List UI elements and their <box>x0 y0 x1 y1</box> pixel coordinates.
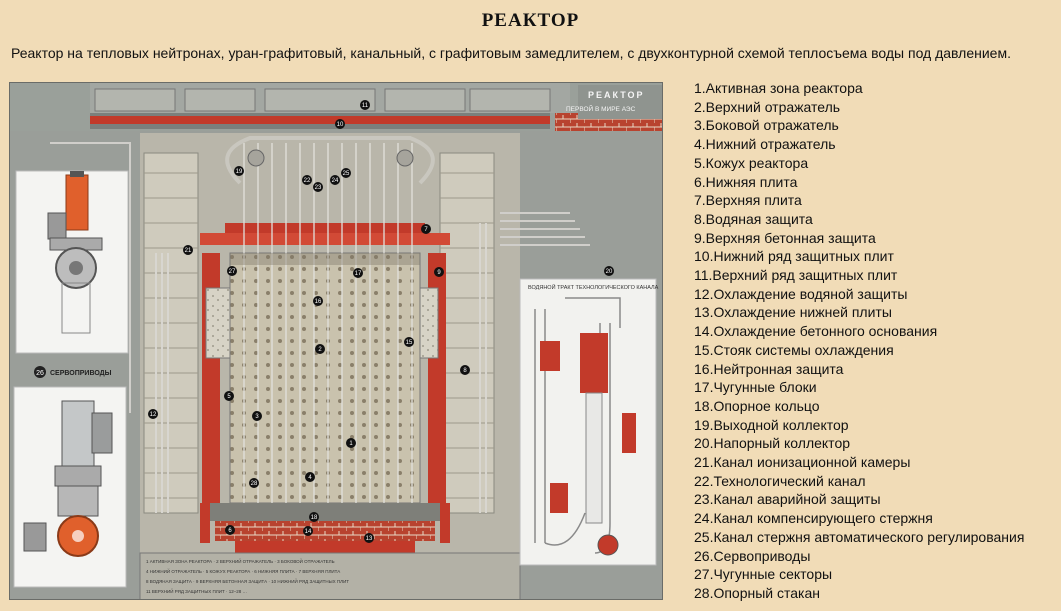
legend-item: 9.Верхняя бетонная защита <box>694 229 876 246</box>
svg-text:4: 4 <box>308 475 312 481</box>
page-title: РЕАКТОР <box>481 10 580 31</box>
svg-text:12: 12 <box>150 412 157 418</box>
svg-text:27: 27 <box>229 269 236 275</box>
legend-item: 1.Активная зона реактора <box>694 80 863 96</box>
marker-3: 3 <box>252 411 262 421</box>
marker-28: 28 <box>249 478 259 488</box>
svg-text:21: 21 <box>185 248 192 254</box>
marker-11: 11 <box>360 100 370 110</box>
marker-9: 9 <box>434 267 444 277</box>
marker-14: 14 <box>303 526 313 536</box>
svg-text:13: 13 <box>366 536 373 542</box>
legend-item: 12.Охлаждение водяной защиты <box>694 285 908 302</box>
legend-item: 6.Нижняя плита <box>694 173 798 190</box>
marker-4: 4 <box>305 472 315 482</box>
legend-item: 7.Верхняя плита <box>694 192 802 209</box>
svg-text:8 ВОДЯНАЯ ЗАЩИТА · 9 ВЕРХНЯЯ: 8 ВОДЯНАЯ ЗАЩИТА · 9 ВЕРХНЯЯ БЕТОННАЯ ЗА… <box>146 577 349 584</box>
inset-title: ВОДЯНОЙ ТРАКТ ТЕХНОЛОГИЧЕСКОГО КАНАЛА <box>528 283 659 291</box>
marker-23: 23 <box>313 182 323 192</box>
legend-item: 17.Чугунные блоки <box>694 379 817 396</box>
legend-item: 27.Чугунные секторы <box>694 566 833 583</box>
marker-6: 6 <box>225 525 235 535</box>
marker-19: 19 <box>234 166 244 176</box>
legend-item: 28.Опорный стакан <box>694 584 820 601</box>
marker-1: 1 <box>346 438 356 448</box>
svg-text:11: 11 <box>362 103 369 109</box>
svg-text:11 ВЕРХНИЙ РЯД ЗАЩИТНЫХ ПЛИТ ·: 11 ВЕРХНИЙ РЯД ЗАЩИТНЫХ ПЛИТ · 12–28 … <box>146 587 247 594</box>
legend-item: 4.Нижний отражатель <box>694 136 836 153</box>
marker-27: 27 <box>227 266 237 276</box>
svg-text:9: 9 <box>437 270 441 276</box>
legend-list: 1.Активная зона реактора 2.Верхний отраж… <box>694 79 1054 603</box>
poster-caption-sub: ПЕРВОЙ В МИРЕ АЭС <box>566 104 636 113</box>
servo-number: 26 <box>36 370 44 377</box>
svg-text:8: 8 <box>463 368 467 374</box>
svg-text:22: 22 <box>304 178 311 184</box>
marker-15: 15 <box>404 337 414 347</box>
legend-item: 5.Кожух реактора <box>694 154 809 171</box>
legend-item: 20.Напорный коллектор <box>694 435 851 452</box>
marker-25: 25 <box>341 168 351 178</box>
svg-text:10: 10 <box>337 122 344 128</box>
marker-10: 10 <box>335 119 345 129</box>
page-subtitle: Реактор на тепловых нейтронах, уран-граф… <box>11 45 1011 61</box>
svg-text:6: 6 <box>228 528 232 534</box>
svg-text:4 НИЖНИЙ ОТРАЖАТЕЛЬ · 5 КОЖУХ: 4 НИЖНИЙ ОТРАЖАТЕЛЬ · 5 КОЖУХ РЕАКТОРА ·… <box>146 567 340 574</box>
legend-item: 15.Стояк системы охлаждения <box>694 341 894 358</box>
legend-item: 2.Верхний отражатель <box>694 98 841 115</box>
marker-17: 17 <box>353 268 363 278</box>
svg-text:14: 14 <box>305 529 312 535</box>
legend-item: 25.Канал стержня автоматического регулир… <box>694 528 1025 545</box>
svg-text:24: 24 <box>332 178 339 184</box>
svg-text:5: 5 <box>227 394 231 400</box>
legend-item: 26.Сервоприводы <box>694 547 811 564</box>
marker-8: 8 <box>460 365 470 375</box>
marker-18: 18 <box>309 512 319 522</box>
marker-13: 13 <box>364 533 374 543</box>
marker-12: 12 <box>148 409 158 419</box>
legend-item: 19.Выходной коллектор <box>694 416 849 433</box>
legend-item: 21.Канал ионизационной камеры <box>694 454 911 471</box>
svg-text:17: 17 <box>355 271 362 277</box>
marker-20: 20 <box>604 266 614 276</box>
marker-7: 7 <box>421 224 431 234</box>
svg-text:2: 2 <box>318 347 322 353</box>
marker-2: 2 <box>315 344 325 354</box>
marker-5: 5 <box>224 391 234 401</box>
marker-21: 21 <box>183 245 193 255</box>
svg-text:1 АКТИВНАЯ ЗОНА РЕАКТОРА · 2: 1 АКТИВНАЯ ЗОНА РЕАКТОРА · 2 ВЕРХНИЙ ОТР… <box>146 557 335 564</box>
legend-item: 10.Нижний ряд защитных плит <box>694 248 894 265</box>
legend-item: 11.Верхний ряд защитных плит <box>694 267 898 284</box>
svg-text:19: 19 <box>236 169 243 175</box>
svg-text:16: 16 <box>315 299 322 305</box>
legend-item: 16.Нейтронная защита <box>694 360 844 377</box>
marker-24: 24 <box>330 175 340 185</box>
marker-22: 22 <box>302 175 312 185</box>
svg-text:1: 1 <box>349 441 353 447</box>
svg-text:23: 23 <box>315 185 322 191</box>
svg-text:28: 28 <box>251 481 258 487</box>
reactor-diagram: РЕАКТОР ПЕРВОЙ В МИРЕ АЭС <box>9 82 663 600</box>
svg-text:20: 20 <box>606 269 613 275</box>
legend-item: 13.Охлаждение нижней плиты <box>694 304 892 321</box>
legend-item: 8.Водяная защита <box>694 210 813 227</box>
legend-item: 23.Канал аварийной защиты <box>694 491 881 508</box>
svg-text:15: 15 <box>406 340 413 346</box>
marker-16: 16 <box>313 296 323 306</box>
legend-item: 3.Боковой отражатель <box>694 117 839 134</box>
svg-text:18: 18 <box>311 515 318 521</box>
svg-text:25: 25 <box>343 171 350 177</box>
legend-item: 22.Технологический канал <box>694 472 866 489</box>
svg-text:3: 3 <box>255 414 259 420</box>
poster-caption-main: РЕАКТОР <box>588 90 645 100</box>
legend-item: 14.Охлаждение бетонного основания <box>694 323 938 340</box>
legend-item: 24.Канал компенсирующего стержня <box>694 510 933 527</box>
legend-item: 18.Опорное кольцо <box>694 397 820 414</box>
servo-label: СЕРВОПРИВОДЫ <box>50 370 112 377</box>
svg-text:7: 7 <box>424 227 428 233</box>
